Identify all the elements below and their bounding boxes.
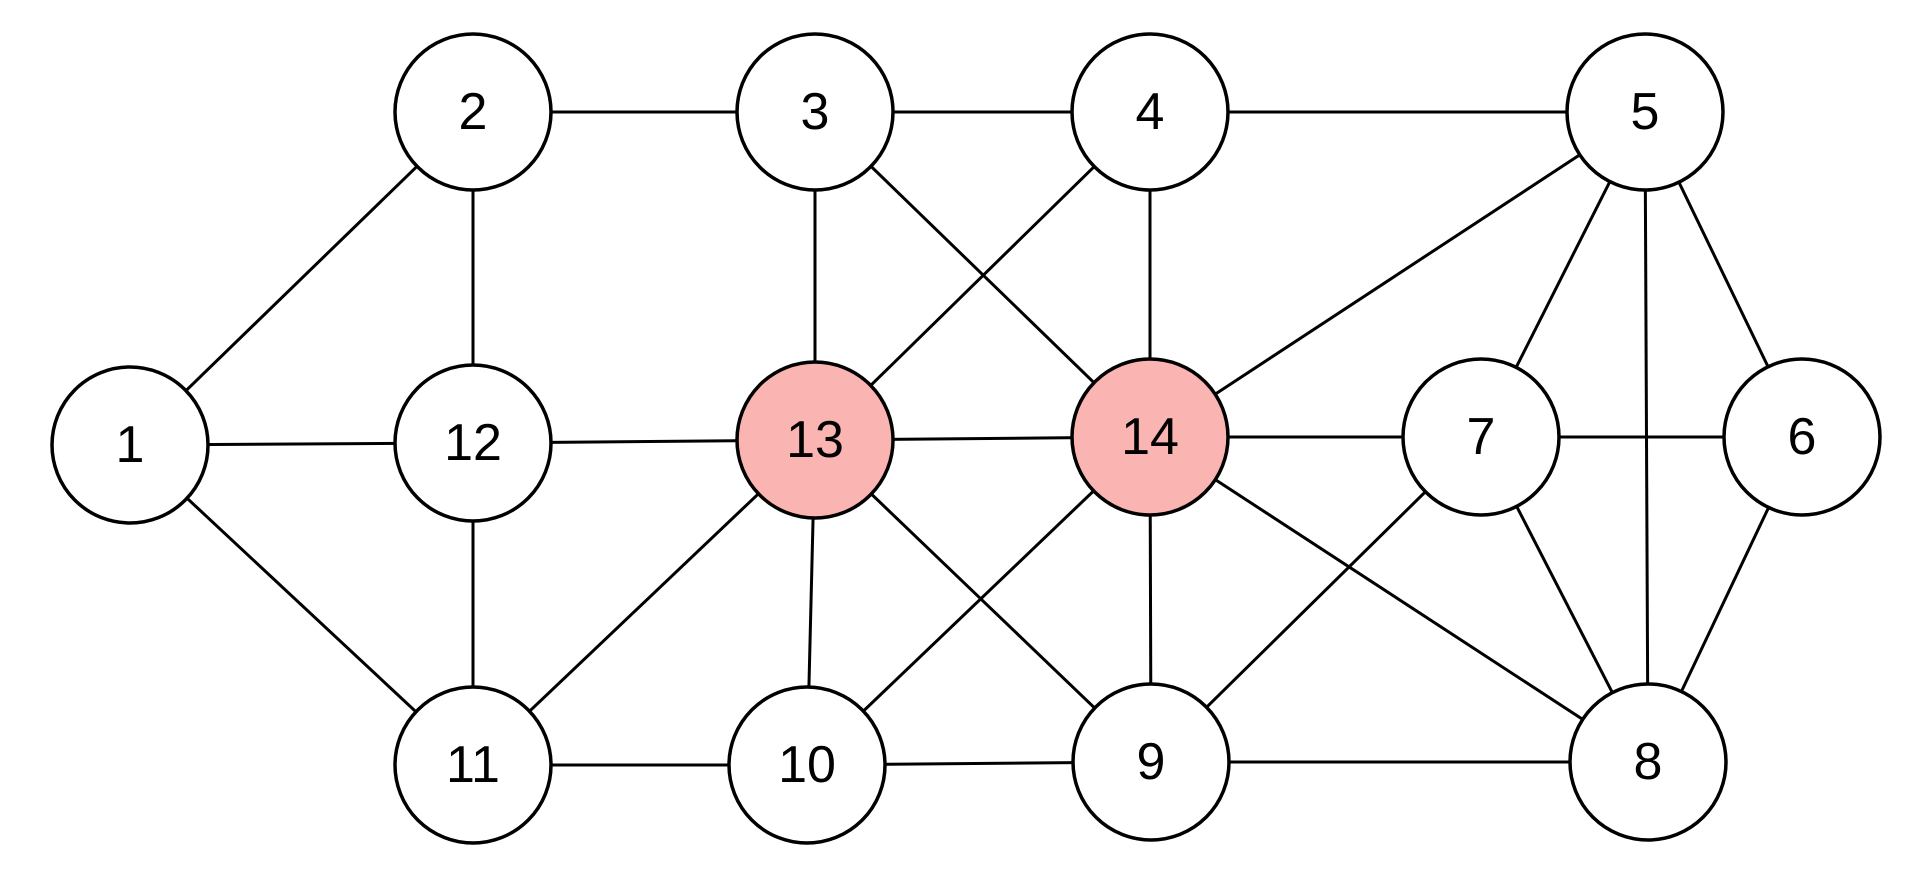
node-1[interactable]: 1	[50, 365, 210, 525]
node-12[interactable]: 12	[393, 363, 553, 523]
node-11[interactable]: 11	[393, 685, 553, 845]
node-10[interactable]: 10	[727, 685, 887, 845]
node-circle-2[interactable]	[393, 32, 553, 192]
node-circle-9[interactable]	[1071, 682, 1231, 842]
edge-8-14	[1149, 435, 1649, 764]
node-circle-7[interactable]	[1401, 357, 1561, 517]
node-circle-6[interactable]	[1722, 357, 1882, 517]
node-circle-11[interactable]	[393, 685, 553, 845]
node-circle-3[interactable]	[735, 32, 895, 192]
node-5[interactable]: 5	[1565, 32, 1725, 192]
node-7[interactable]: 7	[1401, 357, 1561, 517]
node-circle-13[interactable]	[735, 360, 895, 520]
node-circle-14[interactable]	[1070, 357, 1230, 517]
node-9[interactable]: 9	[1071, 682, 1231, 842]
edge-5-14	[1149, 110, 1646, 439]
node-6[interactable]: 6	[1722, 357, 1882, 517]
node-circle-1[interactable]	[50, 365, 210, 525]
node-circle-4[interactable]	[1070, 32, 1230, 192]
node-3[interactable]: 3	[735, 32, 895, 192]
node-8[interactable]: 8	[1568, 682, 1728, 842]
node-circle-10[interactable]	[727, 685, 887, 845]
node-circle-12[interactable]	[393, 363, 553, 523]
node-14[interactable]: 14	[1070, 357, 1230, 517]
node-circle-8[interactable]	[1568, 682, 1728, 842]
node-2[interactable]: 2	[393, 32, 553, 192]
node-circle-5[interactable]	[1565, 32, 1725, 192]
node-4[interactable]: 4	[1070, 32, 1230, 192]
node-13[interactable]: 13	[735, 360, 895, 520]
